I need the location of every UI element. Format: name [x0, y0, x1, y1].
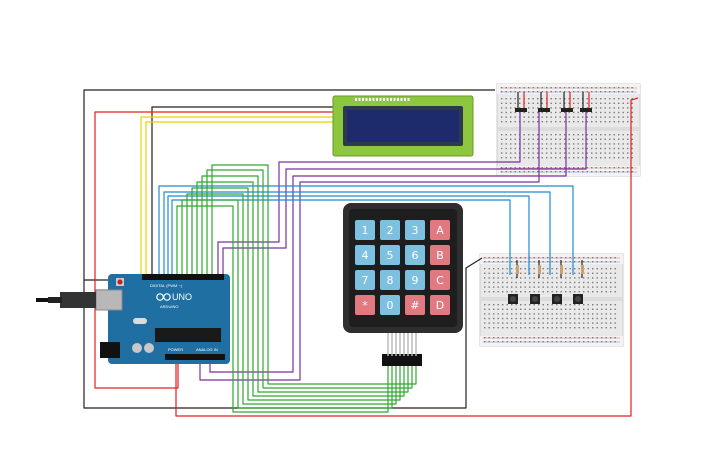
wire-purple-3 — [209, 112, 567, 373]
keypad-key-label: 7 — [362, 274, 369, 287]
pushbutton-4[interactable] — [573, 294, 583, 304]
wire-red-right — [175, 97, 639, 417]
header-label: DIGITAL (PWM ~) — [150, 283, 183, 288]
pushbutton-3[interactable] — [552, 294, 562, 304]
wire-green-8 — [211, 164, 417, 385]
keypad-key-B[interactable]: B — [430, 245, 450, 265]
keypad-key-*[interactable]: * — [355, 295, 375, 315]
breadboard-top[interactable] — [496, 83, 641, 177]
wire-purple-4 — [222, 112, 587, 278]
wire-yellow-2 — [145, 121, 338, 275]
keypad-key-#[interactable]: # — [405, 295, 425, 315]
wire-green-4 — [191, 187, 401, 401]
keypad-key-label: 1 — [362, 224, 369, 237]
keypad-key-D[interactable]: D — [430, 295, 450, 315]
keypad-key-label: 2 — [387, 224, 394, 237]
crystal — [133, 318, 147, 324]
component-1[interactable] — [515, 108, 527, 112]
keypad-key-A[interactable]: A — [430, 220, 450, 240]
component-2[interactable] — [538, 108, 550, 112]
keypad-keys: 1 2 3 A 4 5 6 B 7 8 9 C * 0 # D — [355, 220, 450, 315]
resistor-2 — [538, 265, 541, 274]
breadboard-bottom-holes — [484, 257, 616, 343]
wire-blue-3 — [167, 195, 530, 278]
keypad-ribbon — [387, 333, 417, 356]
top-breadboard-components — [515, 92, 592, 112]
keypad-key-label: 8 — [387, 274, 394, 287]
wire-purple-2 — [199, 112, 540, 381]
arduino-uno[interactable]: UNO ARDUINO DIGITAL (PWM ~) POWER ANALOG… — [95, 274, 230, 364]
usb-port — [95, 289, 123, 311]
wire-green-7 — [206, 169, 413, 389]
resistor-4 — [581, 265, 584, 274]
keypad-key-2[interactable]: 2 — [380, 220, 400, 240]
keypad-key-7[interactable]: 7 — [355, 270, 375, 290]
resistor-1 — [516, 265, 519, 274]
lcd-screen — [347, 110, 459, 142]
lcd-display[interactable] — [332, 95, 474, 157]
component-4[interactable] — [580, 108, 592, 112]
lcd-pins — [355, 98, 410, 101]
keypad-key-label: # — [410, 299, 419, 312]
wire-red-bottom — [94, 290, 179, 389]
wire-purple-1 — [217, 112, 521, 278]
keypad-key-C[interactable]: C — [430, 270, 450, 290]
power-header — [165, 354, 225, 360]
breadboard-bottom[interactable] — [479, 253, 624, 347]
keypad-key-5[interactable]: 5 — [380, 245, 400, 265]
component-3[interactable] — [561, 108, 573, 112]
keypad-key-9[interactable]: 9 — [405, 270, 425, 290]
capacitor — [132, 343, 142, 353]
pushbuttons — [508, 260, 584, 304]
brand-label: ARDUINO — [160, 304, 178, 309]
keypad-key-0[interactable]: 0 — [380, 295, 400, 315]
power-jack — [100, 342, 120, 358]
capacitor — [144, 343, 154, 353]
arduino-logo-icon — [156, 293, 171, 301]
atmega-chip — [155, 328, 221, 342]
keypad-key-1[interactable]: 1 — [355, 220, 375, 240]
analog-label: ANALOG IN — [196, 347, 218, 352]
pushbutton-1[interactable] — [508, 294, 518, 304]
board-label: UNO — [172, 292, 192, 302]
wire-green-3 — [186, 193, 397, 405]
keypad-key-label: 5 — [387, 249, 394, 262]
wire-yellow-1 — [140, 116, 338, 275]
wire-black-lcd — [151, 106, 338, 275]
wire-blue-1 — [158, 185, 574, 278]
keypad-key-label: B — [436, 249, 444, 262]
keypad-key-6[interactable]: 6 — [405, 245, 425, 265]
pushbutton-2[interactable] — [530, 294, 540, 304]
keypad-key-8[interactable]: 8 — [380, 270, 400, 290]
digital-header — [142, 274, 224, 280]
keypad-key-4[interactable]: 4 — [355, 245, 375, 265]
wire-red-outer — [94, 111, 338, 291]
power-label: POWER — [168, 347, 183, 352]
wire-green-1 — [176, 205, 389, 413]
keypad-key-label: C — [436, 274, 444, 287]
wires — [83, 89, 639, 417]
keypad-key-label: A — [436, 224, 444, 237]
wire-green-5 — [196, 181, 405, 397]
keypad-key-label: 4 — [362, 249, 369, 262]
keypad-key-label: 6 — [412, 249, 419, 262]
usb-cable — [36, 292, 96, 308]
resistor-3 — [560, 265, 563, 274]
wire-black-bottom — [83, 257, 483, 409]
keypad-connector — [382, 354, 422, 366]
keypad-key-3[interactable]: 3 — [405, 220, 425, 240]
wire-blue-4 — [171, 199, 511, 278]
keypad-key-label: 9 — [412, 274, 419, 287]
keypad-key-label: 3 — [412, 224, 419, 237]
keypad[interactable]: 1 2 3 A 4 5 6 B 7 8 9 C * 0 # D — [343, 203, 463, 366]
keypad-key-label: 0 — [387, 299, 394, 312]
keypad-key-label: D — [436, 299, 444, 312]
wire-green-6 — [201, 175, 409, 393]
keypad-key-label: * — [362, 299, 368, 312]
wire-blue-2 — [163, 191, 551, 278]
